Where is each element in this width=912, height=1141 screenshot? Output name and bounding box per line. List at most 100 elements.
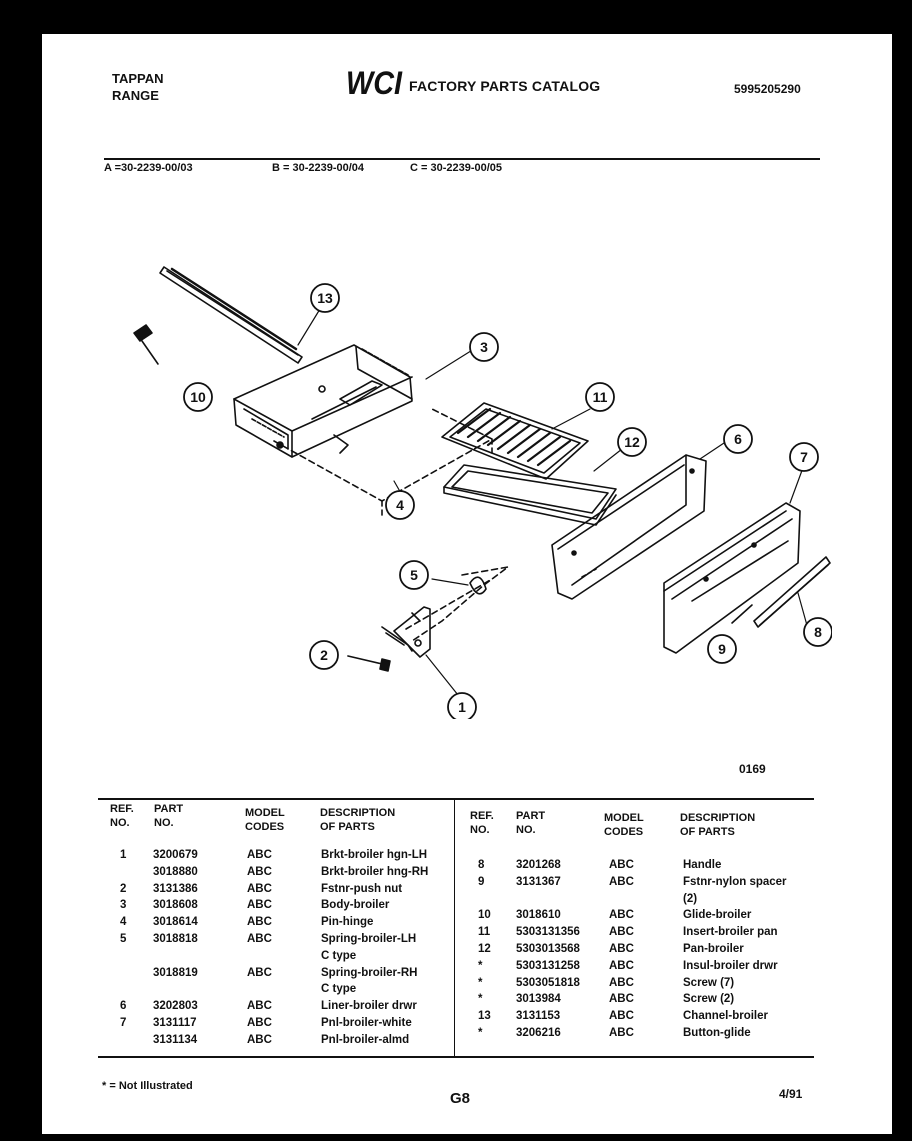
- part-number: 3018610: [516, 909, 561, 922]
- col-header-model: MODEL CODES: [245, 807, 285, 833]
- callout-number: 13: [317, 290, 333, 306]
- header-rule: [104, 158, 820, 160]
- ref-number: 8: [478, 859, 485, 871]
- ref-number: *: [478, 993, 483, 1006]
- ref-number: 3: [120, 899, 127, 912]
- part-description: Pnl-broiler-white: [321, 1017, 412, 1029]
- model-code: ABC: [609, 1010, 634, 1023]
- part-number: 3013984: [516, 993, 561, 1006]
- callout-number: 9: [718, 641, 726, 657]
- ref-number: 4: [120, 916, 127, 929]
- col-header-part-right: PART NO.: [516, 810, 546, 836]
- callout-10: 10: [183, 382, 213, 412]
- callout-number: 5: [410, 567, 418, 583]
- part-number: 3131153: [516, 1010, 561, 1023]
- brand-block: TAPPAN RANGE: [112, 70, 164, 104]
- callout-5: 5: [399, 560, 429, 590]
- date-code: 4/91: [779, 1087, 803, 1101]
- part-number: 3200679: [153, 849, 198, 861]
- part-number: 5303131356: [516, 926, 580, 939]
- model-a: A =30-2239-00/03: [104, 162, 193, 174]
- part-description: Brkt-broiler hng-RH: [321, 865, 429, 878]
- part-description: Button-glide: [683, 1027, 751, 1039]
- callout-number: 7: [800, 449, 808, 465]
- callout-4: 4: [385, 490, 415, 520]
- callout-number: 10: [190, 389, 206, 405]
- part-description: Screw (2): [683, 993, 735, 1006]
- part-number: 5303013568: [516, 943, 580, 955]
- model-code: ABC: [609, 976, 634, 989]
- callout-number: 2: [320, 647, 328, 663]
- callout-12: 12: [617, 427, 647, 457]
- model-code: ABC: [609, 943, 634, 955]
- diagram-code: 0169: [739, 762, 766, 776]
- body-broiler-part: [233, 344, 413, 458]
- catalog-title: FACTORY PARTS CATALOG: [409, 78, 601, 94]
- model-code: ABC: [247, 1017, 272, 1029]
- part-description: C type: [321, 949, 357, 962]
- model-c: C = 30-2239-00/05: [410, 162, 503, 174]
- callout-3: 3: [469, 332, 499, 362]
- part-description: Screw (7): [683, 976, 735, 989]
- ref-number: 11: [478, 926, 491, 939]
- model-b: B = 30-2239-00/04: [272, 162, 365, 174]
- model-code: ABC: [609, 859, 634, 871]
- part-number: 5303131258: [516, 959, 580, 972]
- channel-broiler-part: [159, 266, 303, 364]
- col-header-ref: REF. NO.: [110, 803, 134, 829]
- model-code: ABC: [247, 849, 272, 861]
- part-description: Pnl-broiler-almd: [321, 1033, 410, 1046]
- part-description: Fstnr-nylon spacer: [683, 875, 787, 888]
- not-illustrated-note: * = Not Illustrated: [102, 1080, 193, 1092]
- part-description: Pin-hinge: [321, 916, 374, 929]
- liner-broiler-drawer-part: [551, 454, 707, 600]
- ref-number: 2: [120, 882, 127, 895]
- model-code: ABC: [247, 933, 272, 945]
- table-bottom-rule: [98, 1056, 814, 1058]
- catalog-number: 5995205290: [734, 82, 801, 96]
- model-code: ABC: [247, 882, 272, 895]
- model-code: ABC: [609, 1027, 634, 1039]
- part-number: 3131386: [153, 882, 198, 895]
- part-description: Body-broiler: [321, 899, 390, 912]
- product-type: RANGE: [112, 88, 159, 103]
- callout-number: 12: [624, 434, 640, 450]
- part-number: 3202803: [153, 1000, 198, 1013]
- col-header-desc-right: DESCRIPTION OF PARTS: [680, 812, 756, 838]
- part-description: Brkt-broiler hgn-LH: [321, 849, 428, 861]
- callout-8: 8: [803, 617, 832, 647]
- callout-11: 11: [585, 382, 615, 412]
- col-header-model-right: MODEL CODES: [604, 812, 644, 838]
- part-number: 3018608: [153, 899, 198, 912]
- part-number: 3131367: [516, 875, 561, 888]
- pan-broiler-part: [443, 464, 617, 526]
- part-description: (2): [683, 892, 698, 905]
- part-description: Handle: [683, 859, 722, 871]
- ref-number: 5: [120, 933, 127, 945]
- col-header-ref-right: REF. NO.: [470, 810, 494, 836]
- model-code: ABC: [247, 1033, 272, 1046]
- callout-13: 13: [310, 283, 340, 313]
- part-number: 3206216: [516, 1027, 561, 1039]
- ref-number: 1: [120, 849, 127, 861]
- part-description: Channel-broiler: [683, 1010, 768, 1023]
- part-description: Pan-broiler: [683, 943, 744, 955]
- callout-7: 7: [789, 442, 819, 472]
- bracket-broiler-hinge-part: [381, 606, 431, 658]
- callout-2: 2: [309, 640, 339, 670]
- col-header-desc: DESCRIPTION OF PARTS: [320, 807, 396, 833]
- part-description: Fstnr-push nut: [321, 882, 403, 895]
- logo-text: WCI: [346, 65, 403, 99]
- callout-number: 6: [734, 431, 742, 447]
- model-code: ABC: [247, 966, 272, 979]
- callout-number: 4: [396, 497, 404, 513]
- glide-broiler-part: [133, 324, 159, 365]
- ref-number: 10: [478, 909, 491, 922]
- part-description: Spring-broiler-RH: [321, 966, 418, 979]
- part-description: C type: [321, 983, 357, 996]
- model-code: ABC: [247, 1000, 272, 1013]
- part-number: 3018819: [153, 966, 198, 979]
- callout-9: 9: [707, 634, 737, 664]
